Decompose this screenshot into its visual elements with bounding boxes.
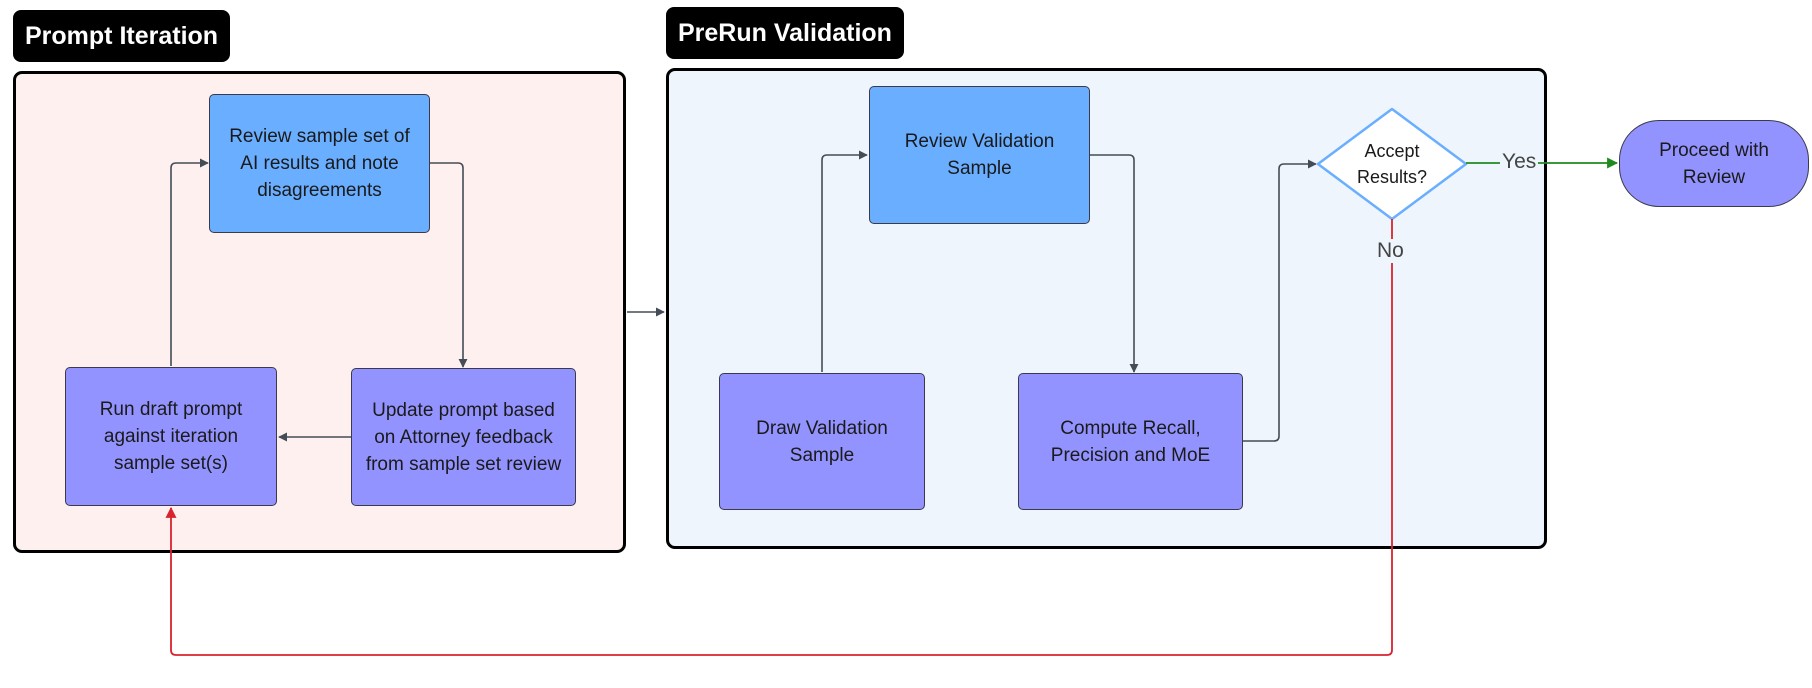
yes-label: Yes xyxy=(1500,150,1539,174)
accept-results-label[interactable]: Accept Results? xyxy=(1356,141,1428,187)
no-label: No xyxy=(1375,239,1406,263)
review-validation-sample-node[interactable]: Review Validation Sample xyxy=(869,86,1090,224)
edge-compute-to-accept xyxy=(1243,159,1317,442)
prerun-validation-title: PreRun Validation xyxy=(666,7,904,59)
run-draft-prompt-node[interactable]: Run draft prompt against iteration sampl… xyxy=(65,367,277,506)
review-sample-node[interactable]: Review sample set of AI results and note… xyxy=(209,94,430,233)
update-prompt-node[interactable]: Update prompt based on Attorney feedback… xyxy=(351,368,576,506)
edge-review-to-compute xyxy=(1090,154,1139,373)
compute-recall-node[interactable]: Compute Recall, Precision and MoE xyxy=(1018,373,1243,510)
draw-validation-sample-node[interactable]: Draw Validation Sample xyxy=(719,373,925,510)
edge-draw-to-review xyxy=(821,150,868,372)
edge-no xyxy=(165,219,1393,656)
edge-run-to-review xyxy=(170,158,209,366)
prompt-iteration-title: Prompt Iteration xyxy=(13,10,231,62)
edge-review-to-update xyxy=(430,162,468,368)
proceed-with-review-node[interactable]: Proceed with Review xyxy=(1619,120,1809,207)
